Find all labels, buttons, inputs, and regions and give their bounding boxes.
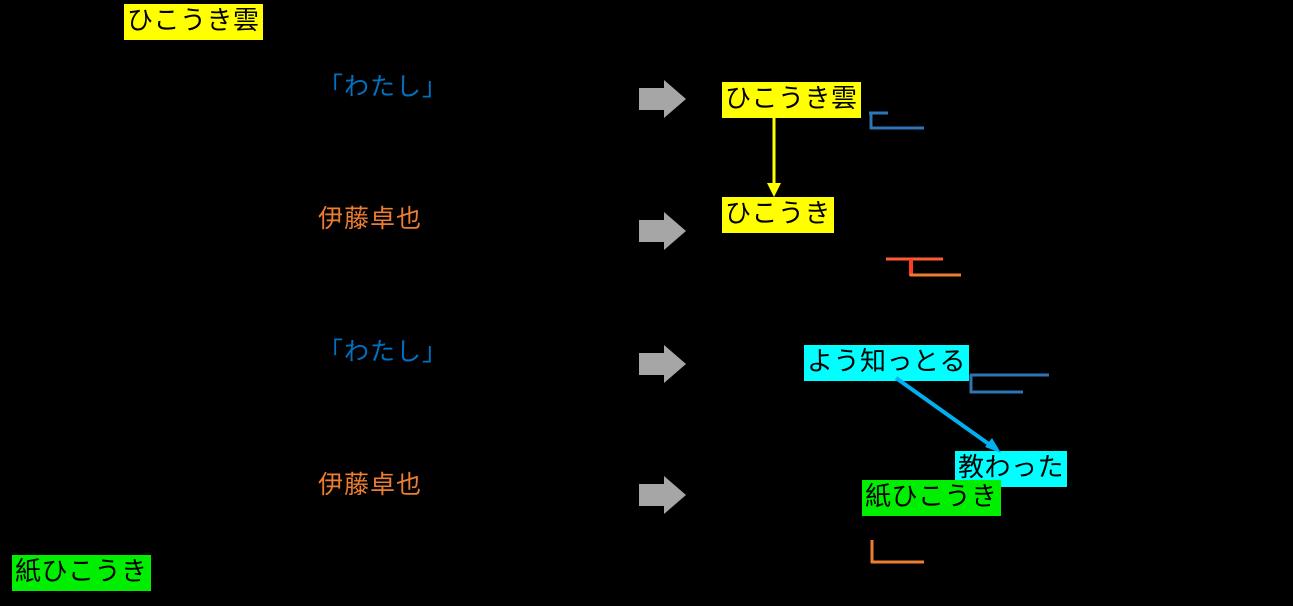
row4-keyword-kami-hikouki: 紙ひこうき xyxy=(862,480,1001,516)
blue-bracket-row3 xyxy=(969,373,1049,394)
row2-speaker-ito-takuya: 伊藤卓也 xyxy=(318,204,423,233)
row2-keyword-hikouki: ひこうき xyxy=(722,197,835,233)
orange-bracket-row2 xyxy=(886,257,961,277)
footer-keyword-kami-hikouki: 紙ひこうき xyxy=(12,555,151,591)
gray-right-arrow-row2 xyxy=(639,212,686,250)
row3-keyword-you-shittoru: よう知っとる xyxy=(804,345,970,381)
gray-right-arrow-row3 xyxy=(639,345,686,383)
gray-right-arrow-row4 xyxy=(639,476,686,514)
cyan-diagonal-arrow xyxy=(894,376,1001,453)
gray-right-arrow-row1 xyxy=(639,80,686,118)
yellow-down-arrow xyxy=(767,117,781,197)
row1-speaker-watashi: 「わたし」 xyxy=(318,72,449,101)
row1-keyword-hikoukigumo: ひこうき雲 xyxy=(722,82,861,118)
title-keyword-hikoukigumo: ひこうき雲 xyxy=(124,4,263,40)
orange-corner-row4 xyxy=(870,540,924,564)
blue-bracket-row1 xyxy=(869,111,924,130)
row3-speaker-watashi: 「わたし」 xyxy=(318,337,449,366)
row4-speaker-ito-takuya: 伊藤卓也 xyxy=(318,470,423,499)
